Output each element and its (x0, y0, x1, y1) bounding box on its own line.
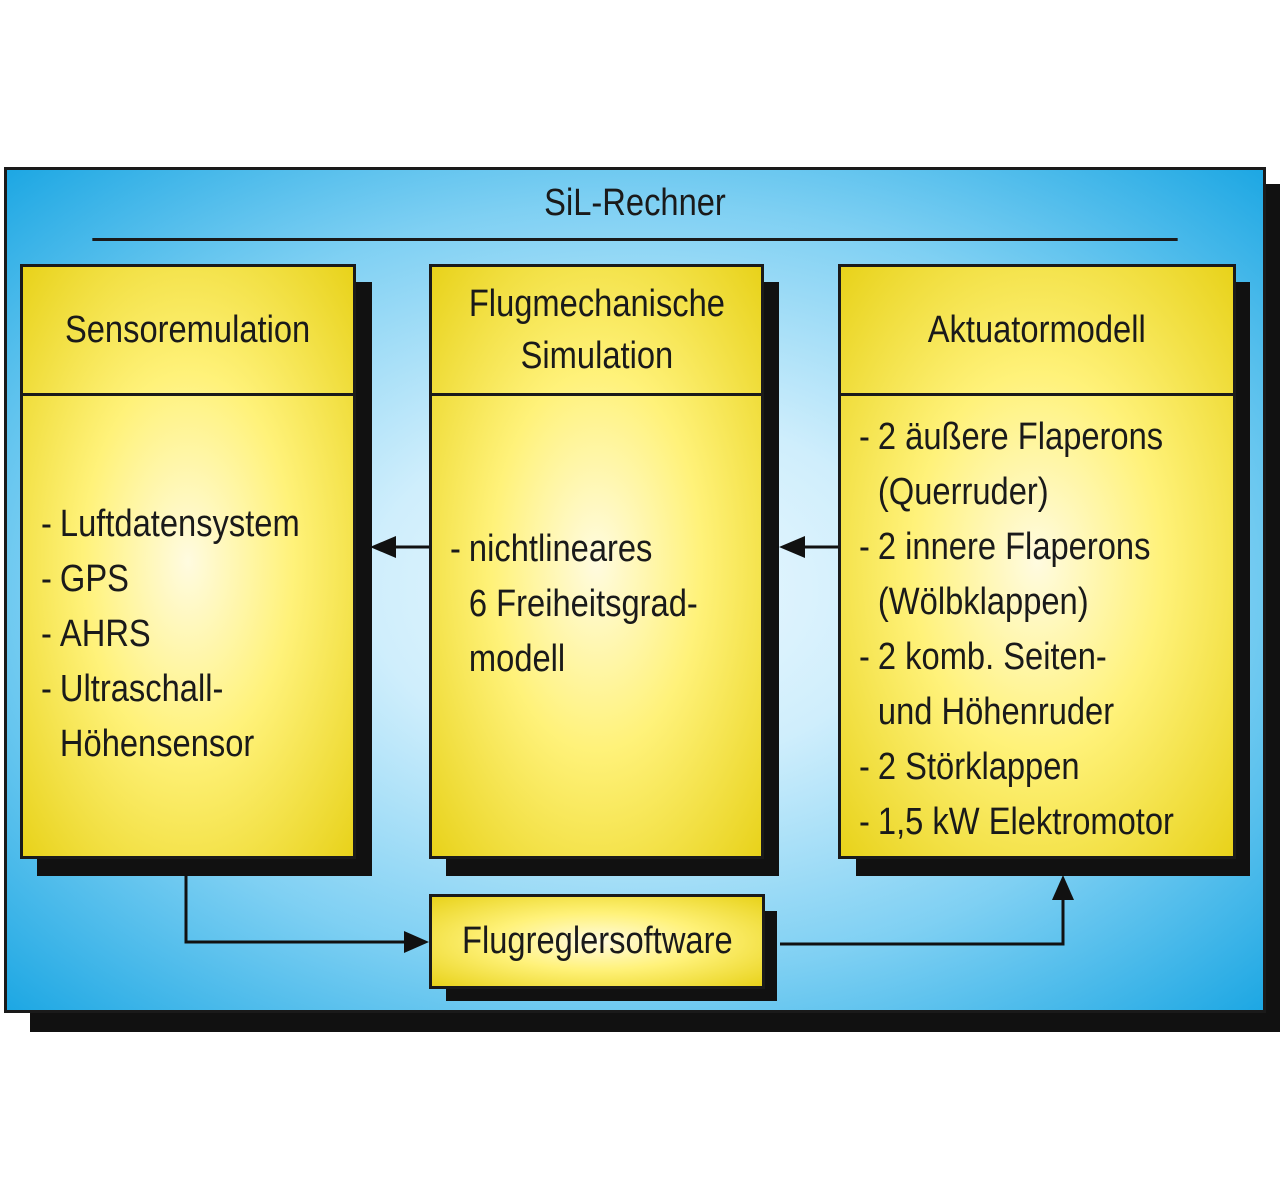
list-item: (Querruder) (877, 471, 1049, 513)
list-item: -2 komb. Seiten- (859, 636, 1107, 678)
actuator-model-header: Aktuatormodell (841, 267, 1233, 396)
list-item: -Luftdatensystem (41, 503, 300, 545)
list-item: -AHRS (41, 613, 151, 655)
list-item: -1,5 kW Elektromotor (859, 801, 1174, 843)
flight-list: -nichtlineares 6 Freiheitsgrad- modell (450, 522, 738, 687)
flight-controller-title-wrap: Flugreglersoftware (432, 897, 762, 986)
list-item: Höhensensor (59, 723, 255, 765)
actuator-model-title: Aktuatormodell (928, 309, 1146, 351)
arrowhead-right-icon (404, 931, 429, 953)
list-item: -GPS (41, 558, 129, 600)
list-item: -2 äußere Flaperons (859, 416, 1164, 458)
sensor-emulation-title: Sensoremulation (65, 309, 311, 351)
list-item: -2 Störklappen (859, 746, 1080, 788)
list-item: (Wölbklappen) (877, 581, 1089, 623)
arrow-sensor-to-controller (184, 876, 412, 944)
arrowhead-up-icon (1052, 875, 1074, 900)
sensor-emulation-block: Sensoremulation -Luftdatensystem -GPS -A… (20, 264, 356, 859)
list-item: -nichtlineares (450, 528, 653, 570)
arrowhead-left-icon (370, 536, 396, 558)
list-item: modell (468, 638, 566, 680)
flight-mechanics-title: Flugmechanische Simulation (468, 283, 725, 377)
arrowhead-left-icon (779, 536, 805, 558)
list-item: -2 innere Flaperons (859, 526, 1151, 568)
arrow-controller-to-actuator (780, 892, 1065, 946)
flight-controller-block: Flugreglersoftware (429, 894, 765, 989)
flight-mechanics-header: Flugmechanische Simulation (432, 267, 761, 396)
actuator-list: -2 äußere Flaperons (Querruder) -2 inner… (859, 410, 1225, 850)
flight-mechanics-block: Flugmechanische Simulation -nichtlineare… (429, 264, 764, 859)
flight-controller-title: Flugreglersoftware (461, 920, 733, 962)
list-item: -Ultraschall- (41, 668, 224, 710)
actuator-model-block: Aktuatormodell -2 äußere Flaperons (Quer… (838, 264, 1236, 859)
list-item: 6 Freiheitsgrad- (468, 583, 698, 625)
sensor-emulation-header: Sensoremulation (23, 267, 353, 396)
sensor-list: -Luftdatensystem -GPS -AHRS -Ultraschall… (41, 497, 342, 772)
list-item: und Höhenruder (877, 691, 1115, 733)
frame-title: SiL-Rechner (92, 167, 1178, 241)
